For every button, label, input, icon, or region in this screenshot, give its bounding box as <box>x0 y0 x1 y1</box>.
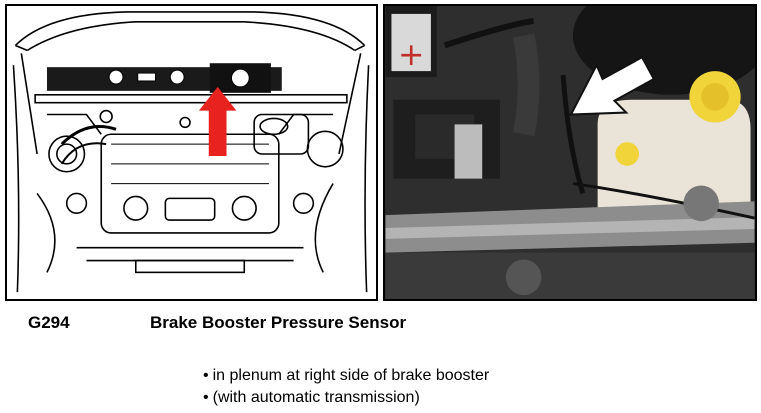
bullet-icon: • <box>203 389 209 406</box>
engine-bay-diagram <box>5 4 378 301</box>
note-item: •(with automatic transmission) <box>203 387 489 409</box>
engine-bay-drawing <box>12 11 370 293</box>
locator-arrow-white <box>569 55 656 116</box>
svg-text:+: + <box>398 37 424 73</box>
note-text: in plenum at right side of brake booster <box>212 367 490 384</box>
engine-bay-photo-render: + <box>385 6 755 299</box>
component-name: Brake Booster Pressure Sensor <box>150 313 407 332</box>
locator-arrow-red <box>198 86 237 156</box>
note-text: (with automatic transmission) <box>212 389 420 406</box>
bullet-icon: • <box>203 367 209 384</box>
note-item: •in plenum at right side of brake booste… <box>203 365 489 387</box>
location-notes: •in plenum at right side of brake booste… <box>203 365 489 409</box>
component-code: G294 <box>28 313 70 332</box>
engine-bay-photo: + <box>383 4 757 301</box>
